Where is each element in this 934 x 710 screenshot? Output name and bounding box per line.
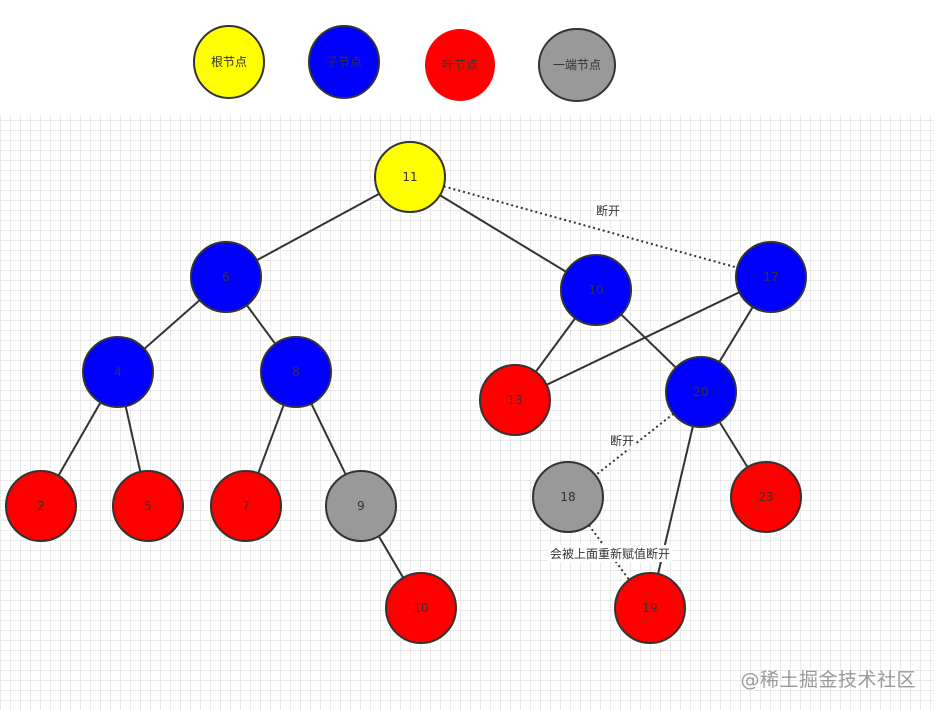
node-n8: 8 [260, 336, 332, 408]
node-circle-n10b [385, 572, 457, 644]
node-circle-n20 [665, 356, 737, 428]
legend-item-broken: 一端节点 [538, 28, 616, 102]
edge-label-n18-n19: 会被上面重新赋值断开 [550, 546, 670, 561]
node-label-n6: 6 [222, 270, 230, 284]
node-n4: 4 [82, 336, 154, 408]
legend-label-root: 根节点 [211, 55, 247, 69]
node-label-n18: 18 [560, 490, 575, 504]
node-n17: 17 [735, 241, 807, 313]
nodes-layer: 11 6 10 17 4 8 13 20 2 5 7 9 18 23 10 19 [5, 141, 807, 644]
node-n7: 7 [210, 470, 282, 542]
node-label-n17: 17 [763, 270, 778, 284]
legend-label-leaf: 叶节点 [442, 58, 478, 72]
node-n2: 2 [5, 470, 77, 542]
edge-n17-n13 [514, 276, 772, 401]
node-circle-n9 [325, 470, 397, 542]
edge-n20-n19 [649, 391, 702, 609]
node-label-n20: 20 [693, 385, 708, 399]
node-label-n2: 2 [37, 499, 45, 513]
node-n5: 5 [112, 470, 184, 542]
legend-swatch-root [193, 25, 265, 99]
node-n13: 13 [479, 364, 551, 436]
node-label-n11: 11 [402, 170, 417, 184]
node-label-n13: 13 [507, 393, 522, 407]
edges-layer [40, 176, 772, 609]
node-n10a: 10 [560, 254, 632, 326]
node-circle-n23 [730, 461, 802, 533]
edge-label-n20-n18: 断开 [610, 433, 634, 448]
legend-swatch-broken [538, 28, 616, 102]
node-label-n10a: 10 [588, 283, 603, 297]
node-circle-n6 [190, 241, 262, 313]
legend-item-leaf: 叶节点 [425, 29, 495, 101]
node-circle-n5 [112, 470, 184, 542]
node-n23: 23 [730, 461, 802, 533]
node-circle-n10a [560, 254, 632, 326]
node-label-n23: 23 [758, 490, 773, 504]
node-n6: 6 [190, 241, 262, 313]
edge-label-bg-n18-n19 [547, 545, 673, 562]
node-n19: 19 [614, 572, 686, 644]
legend-item-root: 根节点 [193, 25, 265, 99]
node-label-n7: 7 [242, 499, 250, 513]
edge-label-n11-n17: 断开 [596, 203, 620, 218]
legend-item-child: 子节点 [308, 25, 380, 99]
edge-n11-n10a [409, 176, 597, 291]
edge-label-bg-n11-n17 [593, 202, 623, 219]
node-n18: 18 [532, 461, 604, 533]
node-circle-n17 [735, 241, 807, 313]
node-circle-n11 [374, 141, 446, 213]
node-label-n4: 4 [114, 365, 122, 379]
node-n11: 11 [374, 141, 446, 213]
node-n20: 20 [665, 356, 737, 428]
node-circle-n19 [614, 572, 686, 644]
node-circle-n18 [532, 461, 604, 533]
node-circle-n4 [82, 336, 154, 408]
node-n10b: 10 [385, 572, 457, 644]
node-circle-n2 [5, 470, 77, 542]
node-circle-n8 [260, 336, 332, 408]
node-label-n8: 8 [292, 365, 300, 379]
legend-label-broken: 一端节点 [553, 58, 601, 72]
node-label-n9: 9 [357, 499, 365, 513]
watermark: @稀土掘金技术社区 [740, 669, 916, 691]
node-label-n5: 5 [144, 499, 152, 513]
legend-swatch-leaf [425, 29, 495, 101]
node-label-n19: 19 [642, 601, 657, 615]
legend-swatch-child [308, 25, 380, 99]
node-circle-n13 [479, 364, 551, 436]
edge-label-bg-n20-n18 [607, 432, 637, 449]
legend-label-child: 子节点 [326, 55, 362, 69]
node-n9: 9 [325, 470, 397, 542]
node-circle-n7 [210, 470, 282, 542]
node-label-n10b: 10 [413, 601, 428, 615]
legend: 根节点 子节点 叶节点 一端节点 [193, 25, 616, 102]
